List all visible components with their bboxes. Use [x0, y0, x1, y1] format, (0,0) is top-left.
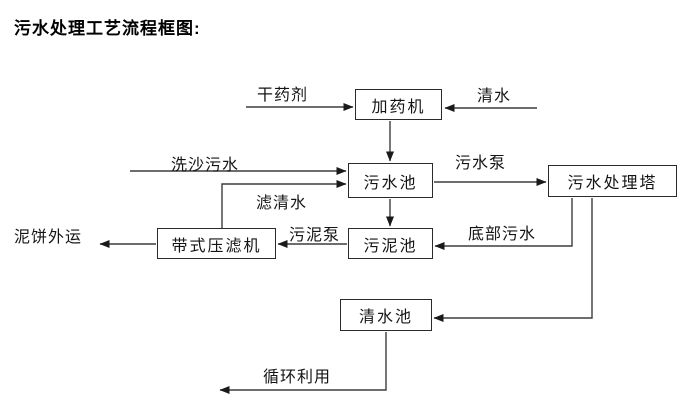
edge-label-filtered-water: 滤清水	[256, 195, 308, 212]
node-sewage-treatment-tower: 污水处理塔	[548, 165, 677, 197]
edge-label-sewage-pump: 污水泵	[455, 155, 507, 172]
node-clean-water-pool: 清水池	[340, 299, 432, 331]
edge-label-mud-cake-out: 泥饼外运	[14, 229, 83, 246]
node-sludge-pool: 污泥池	[348, 228, 433, 259]
edge-filtered-water-to-sewage-pool	[221, 180, 347, 228]
edge-label-recycle-use: 循环利用	[263, 369, 332, 386]
edge-tower-to-clean-pool	[433, 198, 593, 322]
node-dosing-machine: 加药机	[355, 89, 442, 120]
node-sewage-pool: 污水池	[348, 163, 433, 198]
edge-label-sludge-pump: 污泥泵	[289, 227, 341, 244]
edge-clean-pool-to-recycle	[219, 332, 387, 394]
edge-label-bottom-sewage: 底部污水	[468, 226, 537, 243]
edge-label-dry-agent: 干药剂	[257, 87, 309, 104]
edge-label-clean-water: 清水	[477, 88, 512, 105]
edge-bottom-sewage-to-sludge-pool	[434, 198, 573, 250]
node-belt-filter-press: 带式压滤机	[157, 228, 276, 259]
edge-label-sand-washing-sewage: 洗沙污水	[171, 157, 240, 174]
page-title: 污水处理工艺流程框图:	[14, 19, 201, 38]
